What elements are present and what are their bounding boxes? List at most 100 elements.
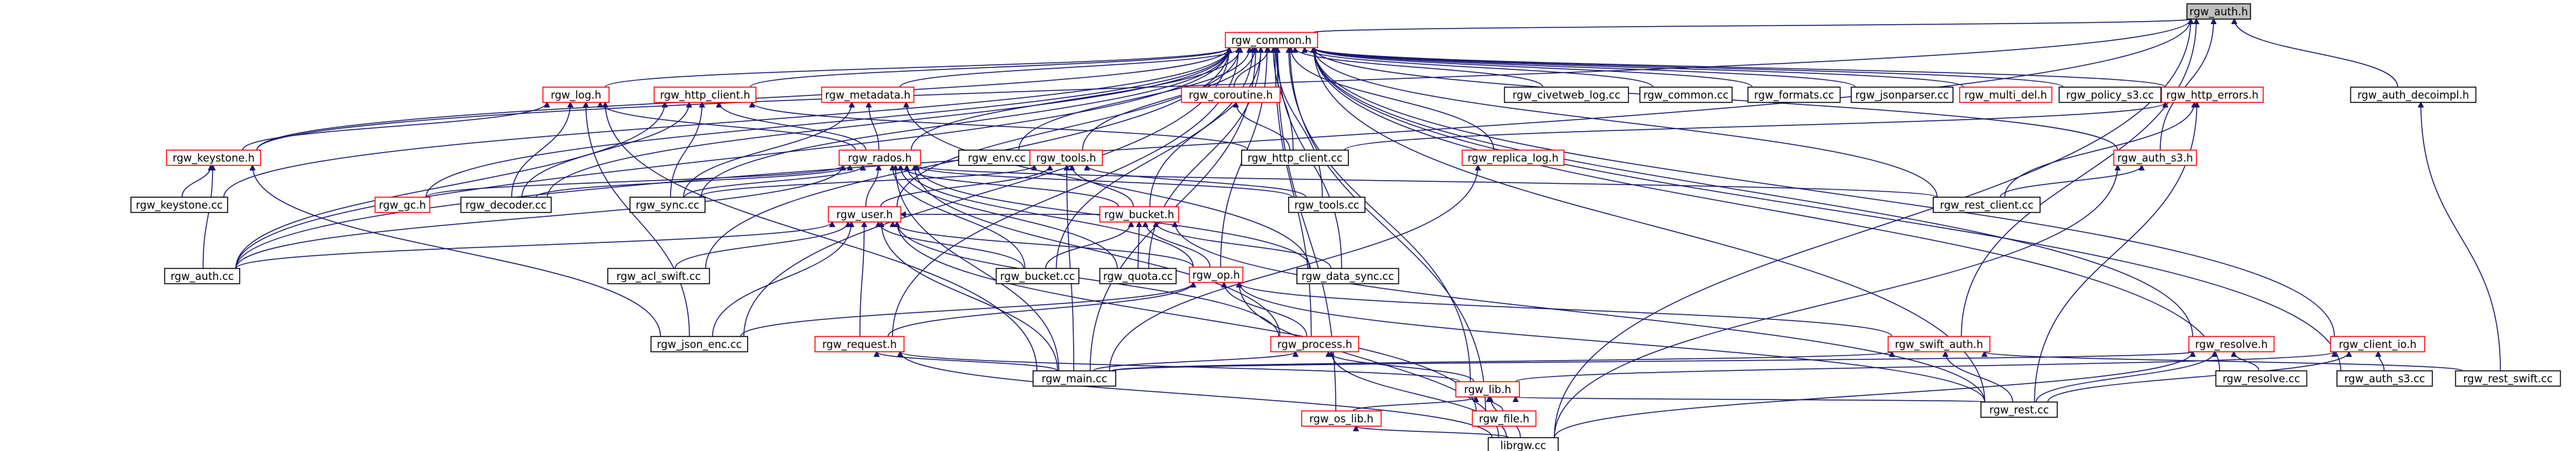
graph-node-rgw_keystone_h[interactable]: rgw_keystone.h <box>166 149 261 166</box>
graph-node-rgw_civetweb_log_cc[interactable]: rgw_civetweb_log.cc <box>1504 87 1629 103</box>
graph-node-rgw_log_h[interactable]: rgw_log.h <box>542 87 610 103</box>
node-label: librgw.cc <box>1500 440 1546 451</box>
graph-node-rgw_swift_auth_h[interactable]: rgw_swift_auth.h <box>1887 336 1990 352</box>
graph-node-rgw_multi_del_h[interactable]: rgw_multi_del.h <box>1959 87 2053 103</box>
graph-node-rgw_bucket_h[interactable]: rgw_bucket.h <box>1099 206 1179 223</box>
graph-node-rgw_json_enc_cc[interactable]: rgw_json_enc.cc <box>650 336 748 352</box>
node-label: rgw_rados.h <box>848 152 912 165</box>
edge-rgw_tools_h-to-rgw_common_h <box>1082 48 1255 151</box>
graph-node-rgw_gc_h[interactable]: rgw_gc.h <box>374 197 430 213</box>
graph-node-rgw_request_h[interactable]: rgw_request.h <box>814 336 905 352</box>
graph-node-rgw_user_h[interactable]: rgw_user.h <box>828 206 901 223</box>
graph-node-rgw_sync_cc[interactable]: rgw_sync.cc <box>629 197 706 213</box>
graph-node-rgw_http_errors_h[interactable]: rgw_http_errors.h <box>2161 87 2264 103</box>
graph-node-rgw_coroutine_h[interactable]: rgw_coroutine.h <box>1181 87 1281 103</box>
node-label: rgw_auth_s3.h <box>2117 152 2193 165</box>
graph-node-rgw_auth_cc[interactable]: rgw_auth.cc <box>164 268 240 284</box>
edge-rgw_jsonparser_cc-to-rgw_common_h <box>1314 48 1856 88</box>
graph-node-rgw_tools_h[interactable]: rgw_tools.h <box>1029 149 1103 166</box>
edge-rgw_keystone_cc-to-rgw_common_h <box>223 48 1230 198</box>
edge-rgw_rest_cc-to-rgw_common_h <box>1314 48 1985 403</box>
graph-node-rgw_rest_client_cc[interactable]: rgw_rest_client.cc <box>1933 197 2041 213</box>
graph-node-rgw_rados_h[interactable]: rgw_rados.h <box>839 149 921 166</box>
edge-rgw_auth_cc-to-rgw_common_h <box>235 48 1230 269</box>
graph-node-rgw_resolve_h[interactable]: rgw_resolve.h <box>2188 336 2275 352</box>
node-label: rgw_rest.cc <box>1989 404 2049 417</box>
edge-librgw_cc-to-rgw_os_lib_h <box>1356 426 1509 438</box>
graph-node-rgw_http_client_cc[interactable]: rgw_http_client.cc <box>1241 149 1349 166</box>
node-label: rgw_process.h <box>1277 338 1352 351</box>
graph-node-rgw_auth_s3_cc[interactable]: rgw_auth_s3.cc <box>2336 370 2433 387</box>
node-box <box>1224 32 1319 48</box>
node-label: rgw_json_enc.cc <box>657 338 742 351</box>
edge-rgw_data_sync_cc-to-rgw_metadata_h <box>906 102 1310 269</box>
edge-rgw_swift_auth_h-to-rgw_op_h <box>1239 282 1893 337</box>
edge-rgw_json_enc_cc-to-rgw_keystone_h <box>252 165 661 337</box>
graph-node-rgw_quota_cc[interactable]: rgw_quota.cc <box>1099 268 1177 284</box>
edge-rgw_http_client_h-to-rgw_common_h <box>750 48 1229 88</box>
graph-node-rgw_resolve_cc[interactable]: rgw_resolve.cc <box>2215 370 2308 387</box>
graph-node-rgw_file_h[interactable]: rgw_file.h <box>1472 410 1537 427</box>
graph-node-rgw_env_cc[interactable]: rgw_env.cc <box>958 149 1036 166</box>
graph-node-rgw_jsonparser_cc[interactable]: rgw_jsonparser.cc <box>1851 87 1954 103</box>
edge-rgw_decoder_cc-to-rgw_log_h <box>511 102 570 198</box>
edge-rgw_common_h-to-rgw_auth_h <box>1313 19 2191 33</box>
node-label: rgw_coroutine.h <box>1189 89 1273 102</box>
node-label: rgw_main.cc <box>1041 373 1107 385</box>
node-box <box>1288 197 1366 213</box>
edge-rgw_rest_client_cc-to-rgw_http_errors_h <box>2004 102 2194 198</box>
graph-node-rgw_os_lib_h[interactable]: rgw_os_lib.h <box>1301 410 1382 427</box>
node-label: rgw_common.cc <box>1643 89 1729 102</box>
graph-node-rgw_formats_cc[interactable]: rgw_formats.cc <box>1747 87 1841 103</box>
graph-node-rgw_rest_cc[interactable]: rgw_rest.cc <box>1980 401 2058 418</box>
graph-node-rgw_op_h[interactable]: rgw_op.h <box>1189 267 1243 283</box>
edge-rgw_json_enc_cc-to-rgw_op_h <box>740 282 1193 337</box>
edge-rgw_rest_client_cc-to-rgw_auth_s3_h <box>1999 165 2142 198</box>
edge-rgw_rest_swift_cc-to-rgw_swift_auth_h <box>1985 352 2463 371</box>
graph-node-rgw_keystone_cc[interactable]: rgw_keystone.cc <box>130 197 228 213</box>
edge-rgw_client_io_h-to-rgw_common_h <box>1314 48 2335 337</box>
graph-node-rgw_main_cc[interactable]: rgw_main.cc <box>1032 370 1116 387</box>
graph-node-rgw_process_h[interactable]: rgw_process.h <box>1270 336 1359 352</box>
edges-layer <box>181 19 2501 438</box>
edge-rgw_rados_h-to-rgw_common_h <box>910 48 1240 151</box>
edge-rgw_resolve_h-to-rgw_common_h <box>1314 48 2193 337</box>
node-box <box>1462 149 1565 166</box>
edge-rgw_civetweb_log_cc-to-rgw_common_h <box>1295 48 1544 88</box>
graph-node-rgw_policy_s3_cc[interactable]: rgw_policy_s3.cc <box>2059 87 2162 103</box>
node-box <box>1959 87 2053 103</box>
graph-node-rgw_metadata_h[interactable]: rgw_metadata.h <box>821 87 915 103</box>
graph-node-rgw_tools_cc[interactable]: rgw_tools.cc <box>1288 197 1366 213</box>
edge-rgw_keystone_cc-to-rgw_keystone_h <box>181 165 210 198</box>
node-label: rgw_data_sync.cc <box>1301 270 1394 283</box>
edge-rgw_bucket_cc-to-rgw_user_h <box>879 222 1024 269</box>
edge-rgw_sync_cc-to-rgw_tools_h <box>699 165 1034 198</box>
graph-node-librgw_cc[interactable]: librgw.cc <box>1488 437 1559 451</box>
node-box <box>166 149 261 166</box>
edge-rgw_quota_cc-to-rgw_bucket_h <box>1138 222 1139 269</box>
edge-rgw_keystone_h-to-rgw_log_h <box>242 102 547 151</box>
node-box <box>1189 267 1243 283</box>
edge-rgw_auth_cc-to-rgw_keystone_h <box>202 165 212 269</box>
graph-node-rgw_replica_log_h[interactable]: rgw_replica_log.h <box>1462 149 1565 166</box>
node-box <box>130 197 228 213</box>
edge-rgw_tools_cc-to-rgw_common_h <box>1276 48 1323 198</box>
graph-node-rgw_auth_decoimpl_h[interactable]: rgw_auth_decoimpl.h <box>2350 87 2477 103</box>
graph-node-rgw_common_cc[interactable]: rgw_common.cc <box>1639 87 1733 103</box>
graph-node-rgw_data_sync_cc[interactable]: rgw_data_sync.cc <box>1296 268 1399 284</box>
node-box <box>460 197 552 213</box>
graph-node-rgw_common_h[interactable]: rgw_common.h <box>1224 32 1319 48</box>
graph-node-rgw_decoder_cc[interactable]: rgw_decoder.cc <box>460 197 552 213</box>
graph-node-rgw_lib_h[interactable]: rgw_lib.h <box>1455 381 1520 398</box>
graph-node-rgw_bucket_cc[interactable]: rgw_bucket.cc <box>996 268 1079 284</box>
graph-node-rgw_acl_swift_cc[interactable]: rgw_acl_swift.cc <box>607 268 710 284</box>
edge-rgw_http_client_cc-to-rgw_http_errors_h <box>1344 102 2165 151</box>
node-label: rgw_tools.cc <box>1294 199 1359 212</box>
graph-node-rgw_client_io_h[interactable]: rgw_client_io.h <box>2330 336 2425 352</box>
edge-rgw_process_h-to-rgw_rados_h <box>915 165 1281 337</box>
graph-node-rgw_auth_h[interactable]: rgw_auth.h <box>2186 3 2251 20</box>
graph-node-rgw_auth_s3_h[interactable]: rgw_auth_s3.h <box>2113 149 2197 166</box>
graph-node-rgw_http_client_h[interactable]: rgw_http_client.h <box>654 87 757 103</box>
graph-node-rgw_rest_swift_cc[interactable]: rgw_rest_swift.cc <box>2455 370 2561 387</box>
